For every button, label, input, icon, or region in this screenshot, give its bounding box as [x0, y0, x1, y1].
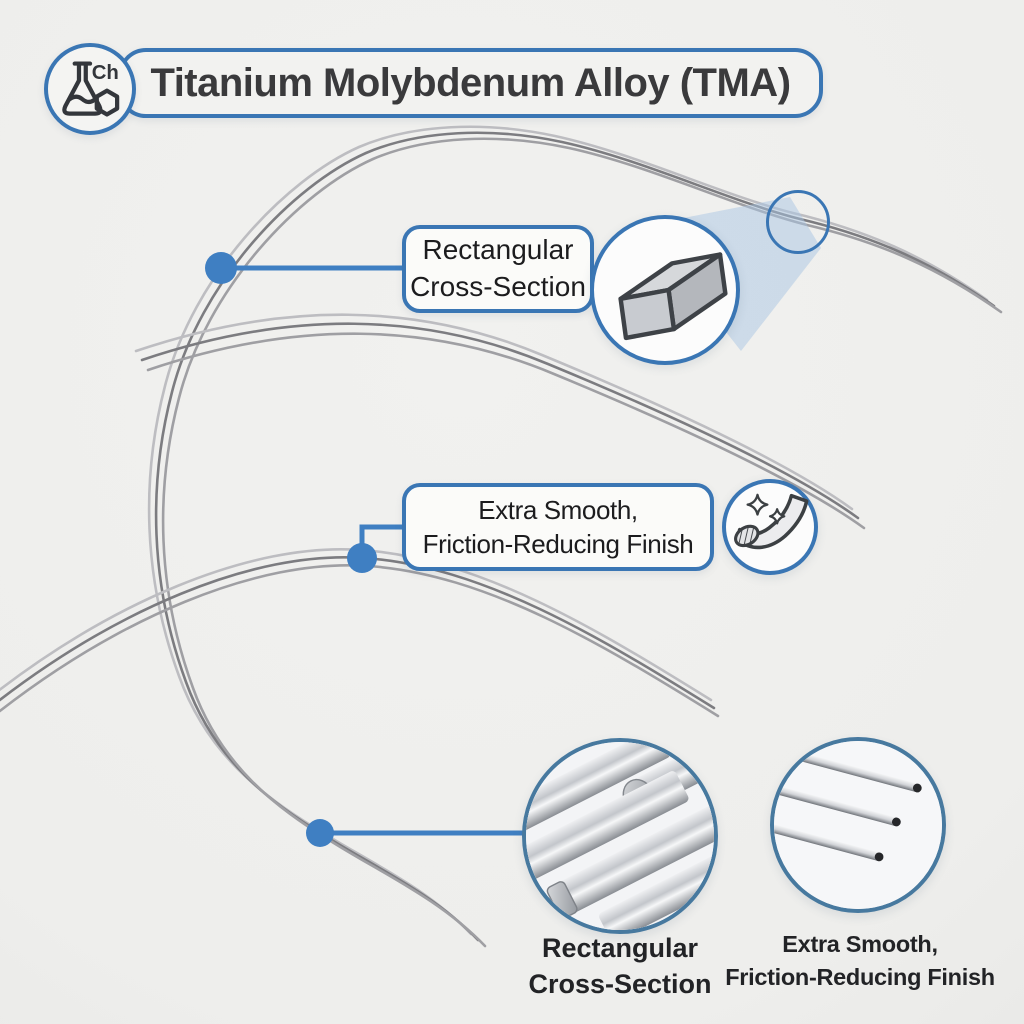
caption-line: Cross-Section [528, 969, 712, 999]
callout-rectangular-cross-section: Rectangular Cross-Section [402, 225, 594, 313]
chem-label: Ch [92, 62, 119, 84]
feature-caption-rectangular: Rectangular Cross-Section [505, 930, 735, 1002]
callout-smooth-finish: Extra Smooth, Friction-Reducing Finish [402, 483, 714, 571]
feature-caption-smooth: Extra Smooth, Friction-Reducing Finish [715, 928, 1005, 994]
chemistry-flask-icon: Ch [62, 61, 120, 117]
callout-line: Friction-Reducing Finish [422, 529, 694, 559]
sparkle-icon [768, 508, 786, 525]
smooth-finish-inset-circle [722, 479, 818, 575]
callout-line: Extra Smooth, [478, 494, 638, 525]
connector-dot [347, 543, 377, 573]
wire-cross-section-end [734, 524, 760, 548]
archwire-lower-bundle [0, 548, 720, 718]
callout-connector-rect [205, 252, 402, 284]
callout-line: Cross-Section [410, 271, 586, 302]
feature-photo-rectangular [522, 738, 718, 934]
sparkle-icon [746, 493, 769, 516]
smooth-wire-sparkle-icon [734, 493, 809, 550]
feature-photo-smooth [770, 737, 946, 913]
page-title: Titanium Molybdenum Alloy (TMA) [150, 60, 791, 105]
title-banner: Titanium Molybdenum Alloy (TMA) [118, 48, 823, 118]
caption-line: Rectangular [541, 933, 699, 963]
chemistry-badge: Ch [44, 43, 136, 135]
cross-section-inset-circle [590, 215, 740, 365]
caption-line: Extra Smooth, [782, 931, 938, 957]
hexagon-icon [94, 88, 120, 117]
rectangular-bars-photo [526, 742, 714, 930]
callout-connector-smooth [347, 524, 402, 573]
smooth-wires-photo [774, 741, 942, 909]
connector-dot [205, 252, 237, 284]
caption-line: Friction-Reducing Finish [725, 964, 995, 990]
magnifier-lens-circle [766, 190, 830, 254]
connector-dot [306, 819, 334, 847]
callout-connector-bottom [306, 819, 527, 847]
callout-line: Rectangular [422, 234, 574, 266]
rectangular-bar-icon [618, 252, 728, 341]
